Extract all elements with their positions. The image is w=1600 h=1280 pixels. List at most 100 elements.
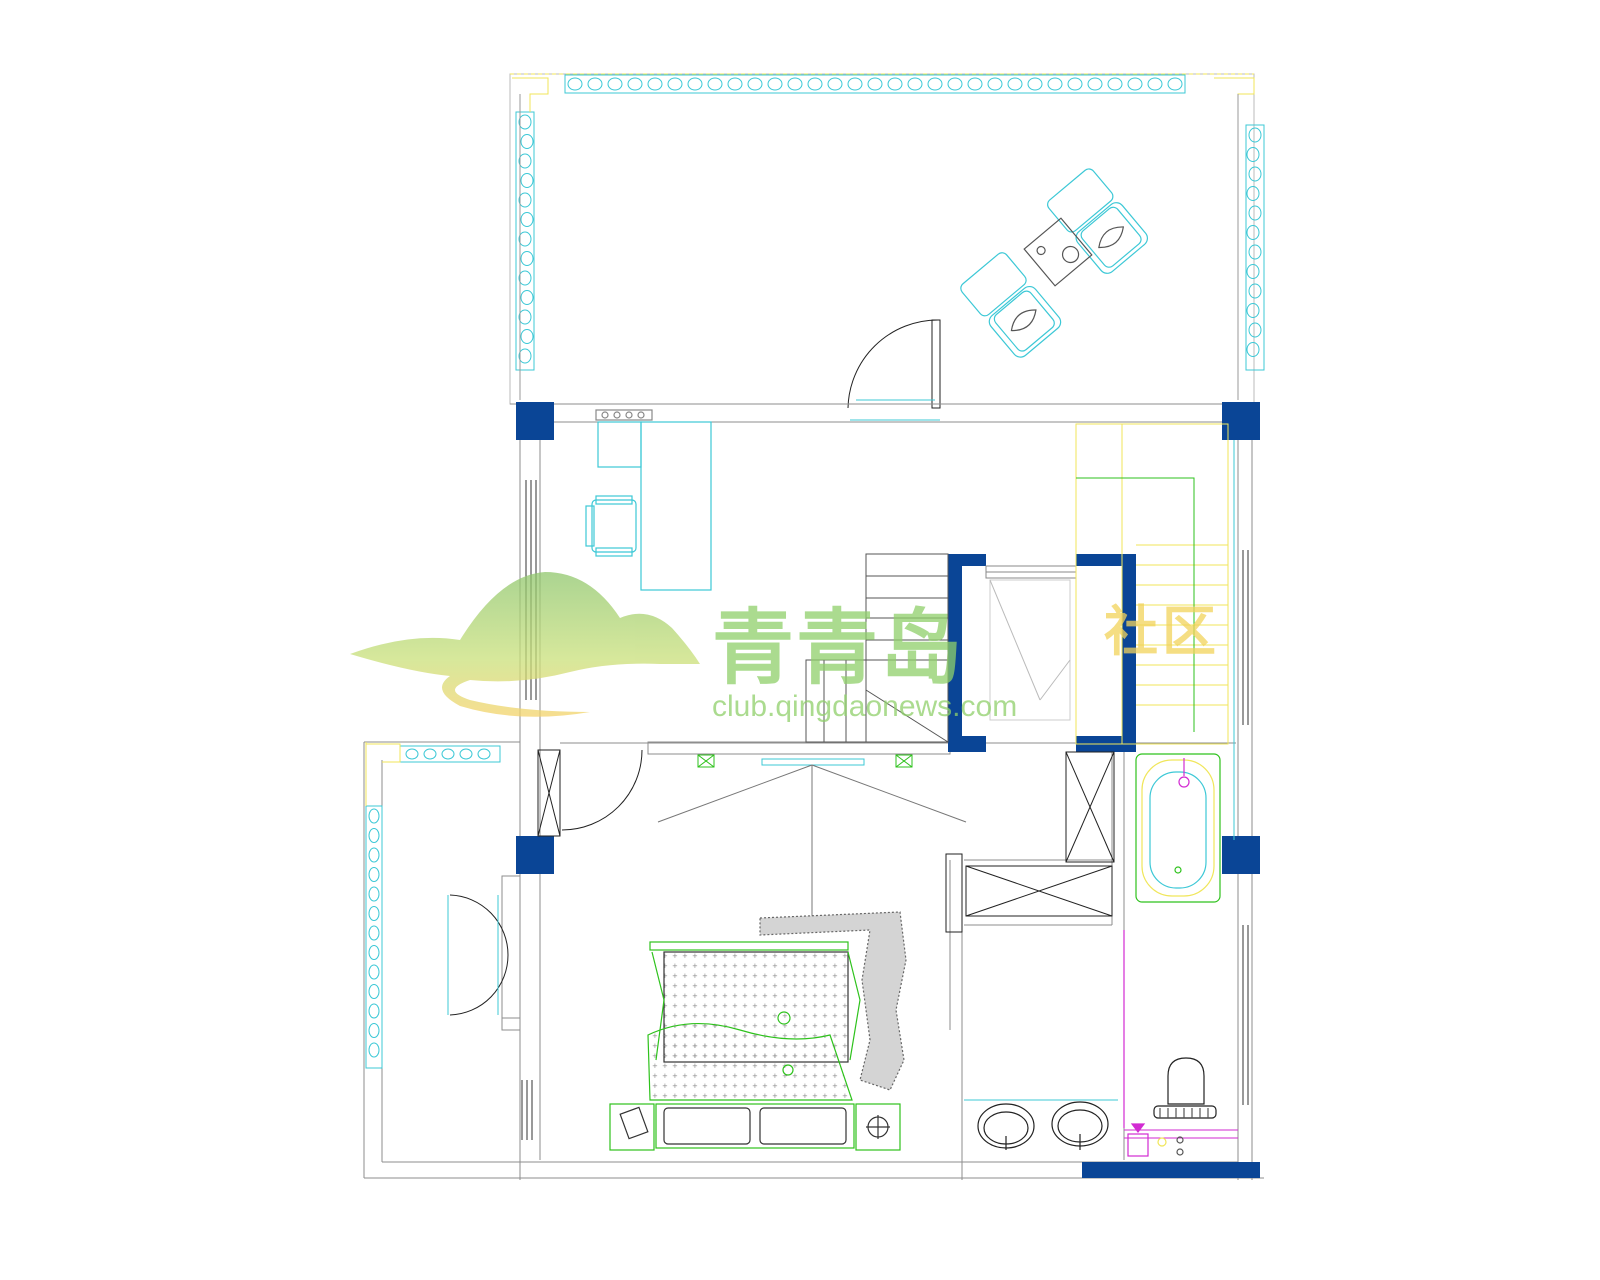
right-railing [1245, 124, 1265, 371]
baluster [927, 77, 943, 91]
ceiling-features [657, 754, 967, 922]
baluster [987, 77, 1003, 91]
baluster [1127, 77, 1143, 91]
baluster [368, 828, 380, 843]
exterior-stair [1075, 423, 1235, 840]
baluster [1248, 205, 1262, 221]
baluster [647, 77, 663, 91]
baluster [1246, 342, 1260, 357]
toilet [1153, 1057, 1217, 1119]
baluster [1047, 77, 1063, 91]
baluster [1248, 322, 1262, 338]
baluster [847, 77, 863, 91]
baluster [1246, 225, 1260, 240]
balcony-door [847, 319, 941, 421]
baluster [1246, 264, 1260, 279]
baluster [423, 748, 437, 760]
baluster [518, 309, 532, 325]
baluster [1248, 244, 1262, 260]
watermark: 青青岛 社区 club.qingdaonews.com [350, 572, 1220, 723]
stair-core [948, 554, 1136, 752]
baluster [707, 77, 723, 91]
baluster [520, 329, 534, 344]
bedroom-door [537, 749, 643, 837]
baluster [1248, 166, 1262, 182]
baluster [947, 77, 963, 91]
baluster [520, 251, 534, 266]
baluster [767, 77, 783, 91]
baluster [1167, 77, 1183, 91]
watermark-subtitle: 社区 [1104, 600, 1220, 663]
watermark-title: 青青岛 [712, 601, 964, 696]
baluster [368, 984, 380, 999]
baluster [368, 1042, 380, 1058]
baluster [368, 945, 380, 960]
baluster [827, 77, 843, 91]
baluster [1246, 147, 1260, 162]
baluster [587, 77, 603, 91]
baluster [667, 77, 683, 91]
baluster [368, 886, 380, 902]
baluster [520, 134, 534, 149]
baluster [887, 77, 903, 91]
top-railing-balusters [567, 77, 1183, 91]
left-railing [515, 111, 535, 371]
baluster [368, 964, 380, 980]
baluster [807, 77, 823, 91]
baluster [867, 77, 883, 91]
baluster [518, 153, 532, 169]
baluster [520, 290, 534, 305]
top-balcony [509, 73, 1265, 405]
bed [609, 911, 907, 1151]
baluster [727, 77, 743, 91]
mountain-logo [350, 572, 700, 717]
watermark-url: club.qingdaonews.com [712, 690, 1017, 723]
baluster [1067, 77, 1083, 91]
baluster [967, 77, 983, 91]
baluster [787, 77, 803, 91]
baluster [368, 925, 380, 941]
baluster [747, 77, 763, 91]
baluster [1007, 77, 1023, 91]
baluster [518, 270, 532, 286]
baluster [907, 77, 923, 91]
study-desk [585, 409, 712, 591]
baluster [687, 77, 703, 91]
bathtub [1135, 753, 1221, 903]
side-balcony-railing [365, 742, 501, 1069]
baluster [518, 231, 532, 247]
baluster [518, 114, 532, 130]
baluster [368, 847, 380, 863]
baluster [1107, 77, 1123, 91]
baluster [1246, 186, 1260, 201]
baluster [1147, 77, 1163, 91]
baluster [368, 906, 380, 921]
baluster [627, 77, 643, 91]
baluster [368, 808, 380, 824]
washbasins [977, 1101, 1109, 1150]
outdoor-lounge-set [960, 168, 1149, 358]
baluster [518, 348, 532, 364]
baluster [1248, 283, 1262, 299]
baluster [368, 1023, 380, 1038]
baluster [1246, 303, 1260, 318]
baluster [441, 748, 455, 760]
baluster [607, 77, 623, 91]
structural-columns [516, 402, 1260, 1178]
baluster [1027, 77, 1043, 91]
baluster [520, 173, 534, 188]
baluster [1087, 77, 1103, 91]
top-railing [564, 74, 1186, 94]
baluster [405, 748, 419, 760]
baluster [477, 748, 491, 760]
baluster [520, 212, 534, 227]
baluster [459, 748, 473, 760]
annex-double-door [447, 894, 509, 1016]
interior-stair [805, 553, 949, 743]
baluster [567, 77, 583, 91]
baluster [368, 867, 380, 882]
bathroom-fixtures [1123, 930, 1184, 1157]
baluster [518, 192, 532, 208]
baluster [1248, 127, 1262, 143]
